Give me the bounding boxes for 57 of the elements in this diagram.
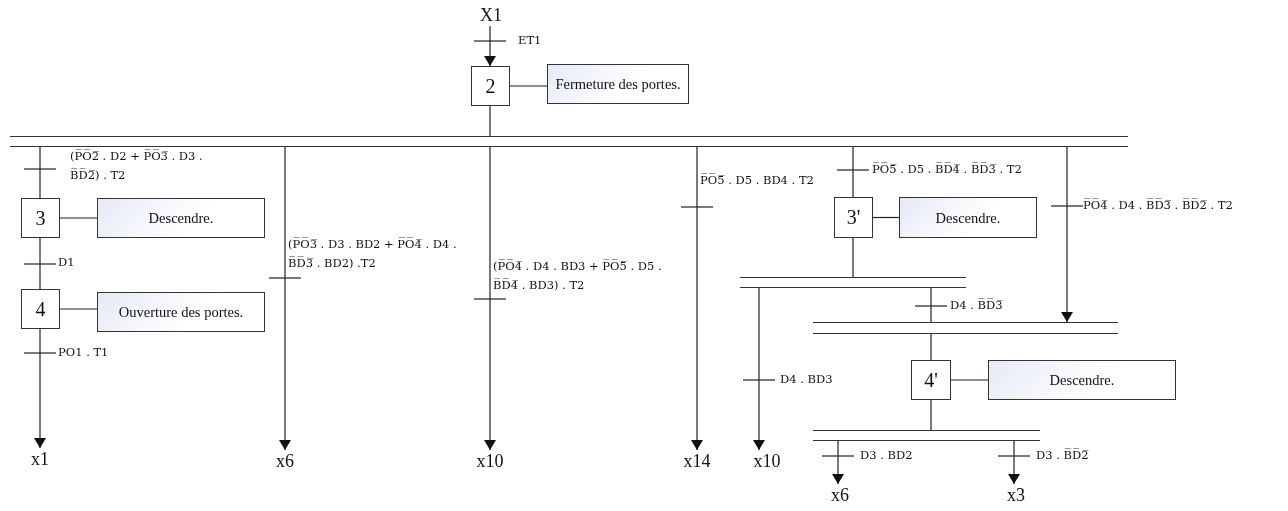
step-reference: x14: [683, 450, 711, 472]
step-reference: x1: [31, 448, 49, 470]
arrow: [753, 287, 765, 451]
step-reference: X1: [480, 4, 502, 26]
step-reference: x10: [753, 450, 781, 472]
divergence-double-bar: [813, 322, 1118, 334]
transition-condition: D4 . B̅D̅3̅: [950, 297, 1003, 314]
arrow: [34, 328, 46, 449]
connector-line: [852, 146, 854, 198]
transition-condition: P̅O̅5̅ . D5 . B̅D̅4̅ . B̅D̅3̅ . T2: [872, 161, 1022, 178]
transition-condition: (P̅O̅4̅ . D4 . BD3 + P̅O̅5̅ . D5 . B̅D̅4̅ . BD3) . T2: [493, 258, 663, 294]
arrow: [1008, 440, 1020, 485]
arrow: [484, 25, 496, 67]
step-box: 3: [21, 198, 60, 238]
transition-condition: PO1 . T1: [58, 344, 109, 361]
connector-line: [59, 217, 98, 219]
action-box: Ouverture des portes.: [97, 292, 265, 332]
step-box: 2: [471, 66, 510, 106]
step-reference: x6: [276, 450, 294, 472]
transition-condition: ET1: [518, 32, 542, 49]
arrow: [1061, 146, 1073, 323]
connector-line: [59, 308, 98, 310]
connector-line: [509, 85, 548, 87]
action-box: Descendre.: [899, 197, 1037, 238]
connector-line: [872, 216, 900, 219]
connector-line: [489, 105, 491, 137]
transition-condition: D3 . B̅D̅2̅: [1036, 447, 1089, 464]
step-reference: x6: [831, 484, 849, 506]
connector-line: [950, 379, 989, 381]
connector-line: [930, 333, 932, 361]
action-box: Descendre.: [97, 198, 265, 238]
action-box: Fermeture des portes.: [547, 64, 689, 104]
step-reference: x10: [476, 450, 504, 472]
arrow: [832, 440, 844, 485]
transition-condition: (P̅O̅2̅ . D2 + P̅O̅3̅ . D3 . B̅D̅2̅) . T2: [70, 148, 204, 184]
connector-line: [930, 399, 932, 431]
connector-line: [39, 146, 41, 199]
arrow: [279, 146, 291, 451]
divergence-double-bar: [10, 136, 1128, 147]
divergence-double-bar: [740, 277, 966, 288]
step-box: 4': [911, 360, 951, 400]
arrow: [484, 146, 496, 451]
transition-condition: P̅O̅4̅ . D4 . B̅D̅3̅ . B̅D̅2̅ . T2: [1083, 197, 1233, 214]
transition-condition: P̅O̅5̅ . D5 . BD4 . T2: [700, 172, 814, 189]
action-box: Descendre.: [988, 360, 1176, 400]
connector-line: [930, 287, 932, 323]
connector-line: [39, 237, 41, 290]
divergence-double-bar: [813, 430, 1040, 441]
arrow: [691, 146, 703, 451]
step-box: 3': [834, 197, 873, 238]
step-box: 4: [21, 289, 60, 329]
step-reference: x3: [1007, 484, 1025, 506]
transition-condition: (P̅O̅3̅ . D3 . BD2 + P̅O̅4̅ . D4 . B̅D̅3̅ . BD2) .T2: [288, 236, 458, 272]
connector-line: [852, 237, 854, 278]
transition-condition: D3 . BD2: [860, 447, 913, 464]
transition-condition: D4 . BD3: [780, 371, 833, 388]
transition-condition: D1: [58, 254, 75, 271]
